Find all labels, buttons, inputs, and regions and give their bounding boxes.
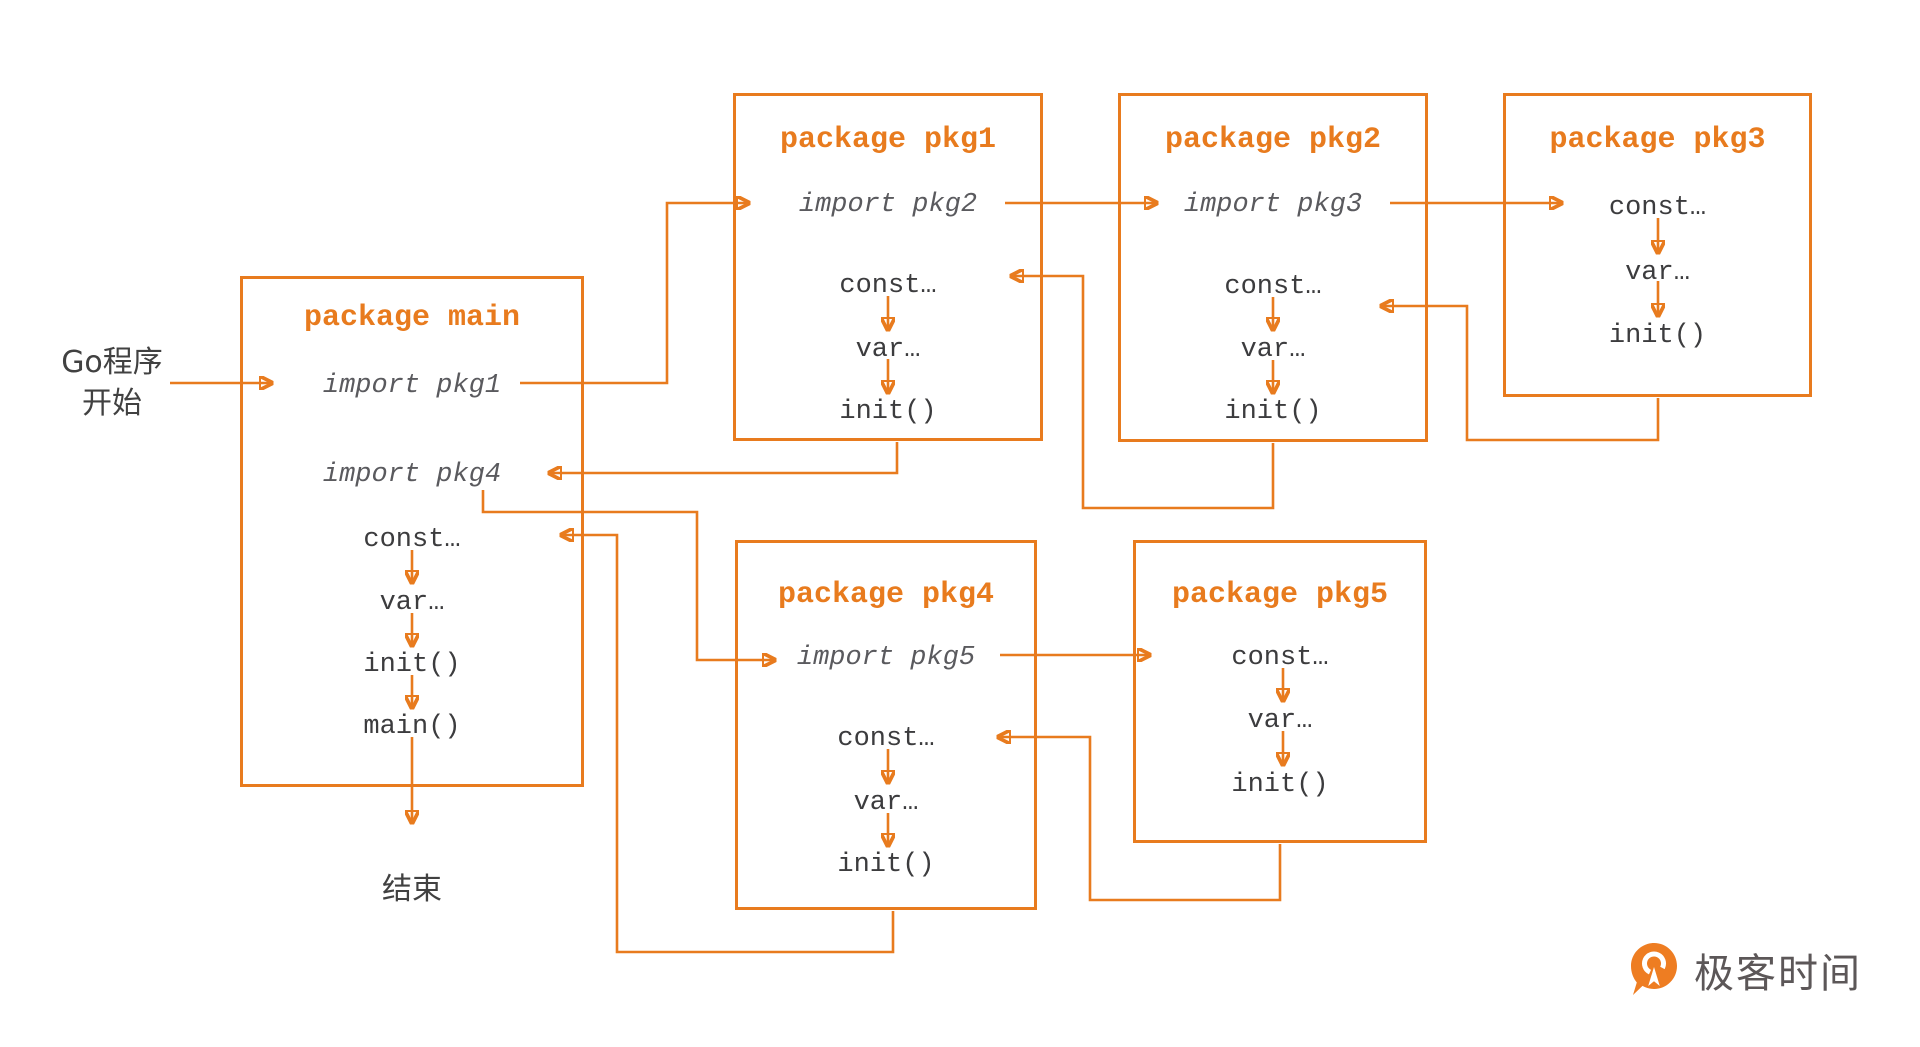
pkg4-const: const… <box>837 724 935 754</box>
main-import-pkg1: import pkg1 <box>322 371 502 401</box>
package-pkg1-box: package pkg1 import pkg2 const… var… ini… <box>733 93 1043 441</box>
start-label-line1: Go程序 <box>61 345 163 380</box>
pkg3-var: var… <box>1625 258 1690 288</box>
pkg5-var: var… <box>1247 706 1313 736</box>
package-pkg4-box: package pkg4 import pkg5 const… var… ini… <box>735 540 1037 910</box>
pkg4-init: init() <box>837 850 935 880</box>
pkg2-import-pkg3: import pkg3 <box>1183 190 1363 220</box>
pkg5-const: const… <box>1231 643 1329 673</box>
main-const: const… <box>363 525 461 555</box>
geektime-logo-text: 极客时间 <box>1694 951 1862 997</box>
package-pkg4-title: package pkg4 <box>777 578 995 612</box>
package-pkg2-box: package pkg2 import pkg3 const… var… ini… <box>1118 93 1428 442</box>
package-main-title: package main <box>303 301 521 335</box>
pkg1-init: init() <box>839 397 937 427</box>
pkg1-var: var… <box>855 335 921 365</box>
package-pkg2-title: package pkg2 <box>1164 123 1382 157</box>
main-main: main() <box>363 712 461 742</box>
main-init: init() <box>363 650 461 680</box>
pkg2-init: init() <box>1224 397 1322 427</box>
package-main-box: package main import pkg1 import pkg4 con… <box>240 276 584 787</box>
pkg3-init: init() <box>1608 321 1707 351</box>
arrow-pkg1-return-to-main <box>549 442 899 473</box>
package-pkg1-title: package pkg1 <box>779 123 997 157</box>
pkg1-import-pkg2: import pkg2 <box>798 190 978 220</box>
start-label: Go程序 开始 <box>12 342 212 424</box>
pkg5-init: init() <box>1231 770 1329 800</box>
pkg2-var: var… <box>1240 335 1306 365</box>
package-pkg3-box: package pkg3 const… var… init() <box>1503 93 1812 397</box>
pkg4-var: var… <box>853 788 919 818</box>
geektime-pin-icon <box>1631 943 1677 995</box>
pkg1-const: const… <box>839 271 937 301</box>
main-var: var… <box>379 588 445 618</box>
pkg3-const: const… <box>1608 193 1707 223</box>
package-pkg5-title: package pkg5 <box>1171 578 1389 612</box>
geektime-logo: 极客时间 <box>1630 941 1862 999</box>
package-pkg5-box: package pkg5 const… var… init() <box>1133 540 1427 843</box>
main-import-pkg4: import pkg4 <box>322 460 502 490</box>
package-pkg3-title: package pkg3 <box>1549 123 1766 157</box>
start-label-line2: 开始 <box>82 386 142 421</box>
pkg4-import-pkg5: import pkg5 <box>796 643 976 673</box>
pkg2-const: const… <box>1224 272 1322 302</box>
end-label: 结束 <box>382 872 442 907</box>
